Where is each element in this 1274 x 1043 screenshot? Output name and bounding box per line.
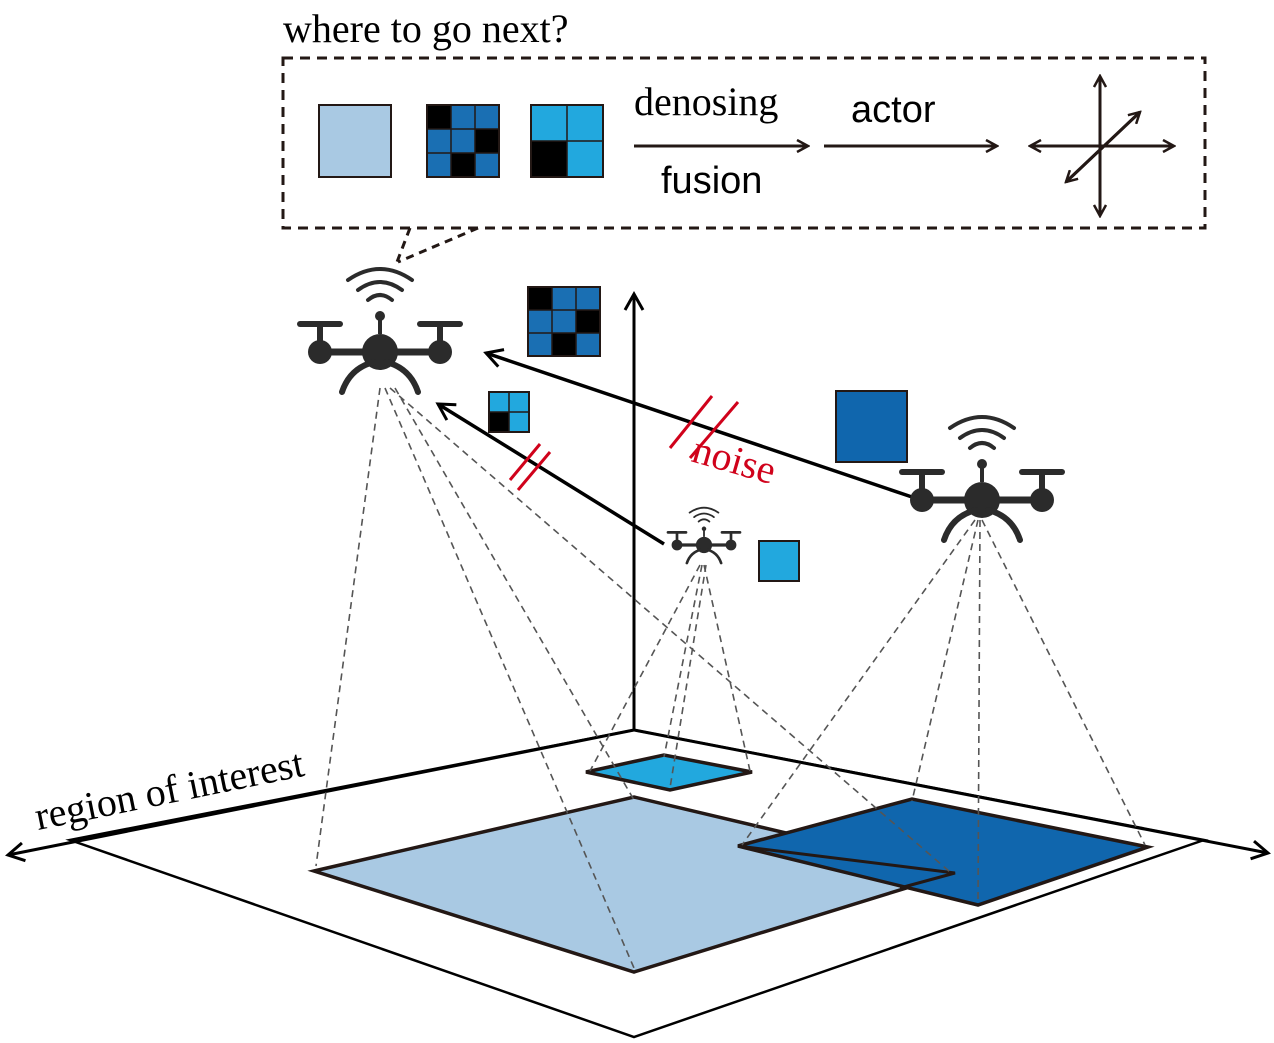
footprint-overlap-edge xyxy=(737,844,956,890)
footprint-dark xyxy=(737,797,1155,907)
drone-icon-main xyxy=(300,269,460,392)
ground-axis-left xyxy=(4,728,635,863)
projection-lines xyxy=(315,387,1146,969)
noise-marks xyxy=(508,395,740,491)
footprint-small xyxy=(585,753,753,792)
small-drone-map xyxy=(758,540,800,582)
direction-cross-icon xyxy=(1030,76,1174,216)
shared-map-3x3 xyxy=(527,286,601,357)
observation-map-grid-2x2 xyxy=(530,104,604,178)
observation-map-own xyxy=(318,104,392,178)
question-text: where to go next? xyxy=(283,6,568,51)
message-arrow-small-drone xyxy=(435,402,665,546)
shared-map-2x2 xyxy=(488,391,530,433)
observation-map-grid-3x3 xyxy=(426,104,500,178)
fusion-label: fusion xyxy=(661,160,762,202)
drone-icon-small xyxy=(666,506,742,565)
ground-axis-right xyxy=(633,728,1272,861)
callout-box xyxy=(281,56,1207,230)
callout-pointer-left xyxy=(395,227,412,263)
actor-label: actor xyxy=(851,89,936,131)
message-arrow-large-drone xyxy=(483,348,913,499)
large-drone-map xyxy=(835,390,908,463)
denoising-label: denosing xyxy=(634,79,778,124)
noise-label: noise xyxy=(688,426,782,493)
callout-pointer-right xyxy=(397,226,479,264)
